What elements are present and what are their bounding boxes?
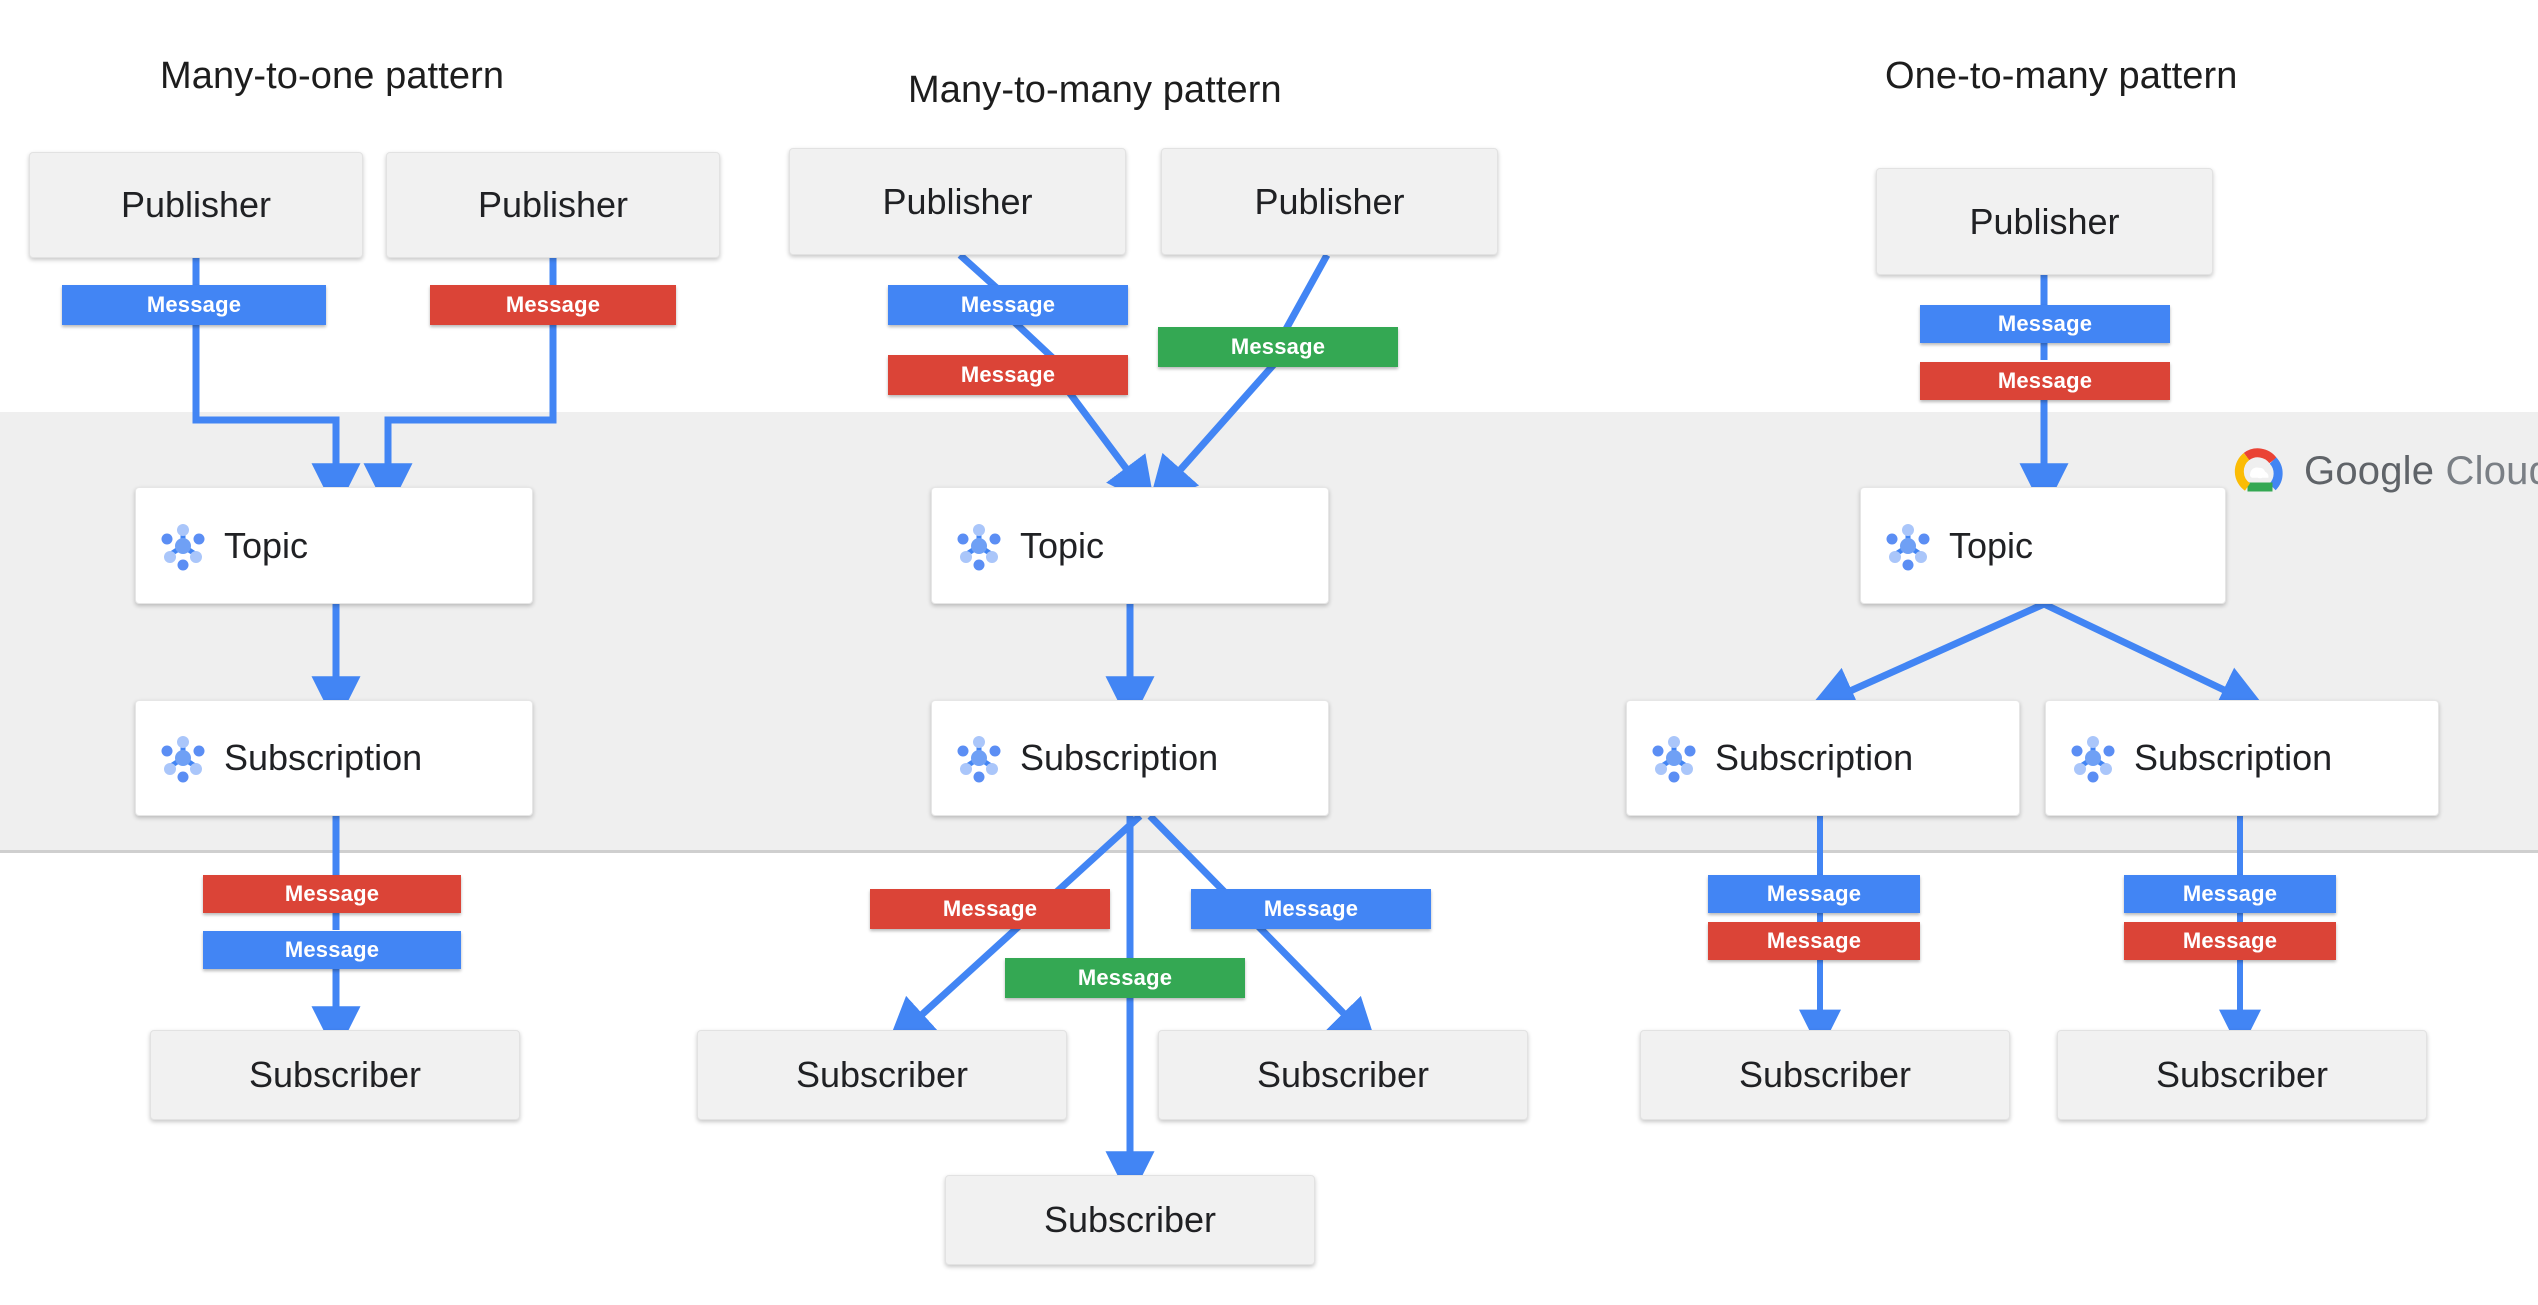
subscription-box[interactable]: Subscription bbox=[135, 700, 533, 816]
subscription-label: Subscription bbox=[1020, 737, 1219, 778]
message-chip: Message bbox=[870, 889, 1110, 929]
subscriber-label: Subscriber bbox=[795, 1054, 969, 1095]
subscriber-label: Subscriber bbox=[1043, 1199, 1217, 1240]
message-label: Message bbox=[284, 881, 380, 906]
publisher-label: Publisher bbox=[1254, 180, 1405, 222]
message-chip: Message bbox=[1005, 958, 1245, 998]
message-chip: Message bbox=[1158, 327, 1398, 367]
message-label: Message bbox=[1766, 928, 1862, 953]
message-chip: Message bbox=[1708, 922, 1920, 960]
message-label: Message bbox=[505, 292, 601, 317]
publisher-box[interactable]: Publisher bbox=[789, 148, 1126, 255]
subscriber-box[interactable]: Subscriber bbox=[945, 1175, 1315, 1265]
message-label: Message bbox=[146, 292, 242, 317]
message-label: Message bbox=[960, 362, 1056, 387]
subscriber-label: Subscriber bbox=[1256, 1054, 1430, 1095]
subscription-label: Subscription bbox=[2134, 737, 2333, 778]
brand-cloud: Cloud bbox=[2445, 448, 2538, 493]
subscriber-box[interactable]: Subscriber bbox=[1640, 1030, 2010, 1120]
message-chip: Message bbox=[1191, 889, 1431, 929]
google-cloud-wordmark: Google Cloud bbox=[2304, 449, 2538, 494]
subscription-box[interactable]: Subscription bbox=[931, 700, 1329, 816]
topic-box[interactable]: Topic bbox=[931, 487, 1329, 604]
topic-label: Topic bbox=[224, 524, 309, 566]
pubsub-node-icon bbox=[156, 731, 210, 785]
message-label: Message bbox=[1263, 896, 1359, 921]
pubsub-node-icon bbox=[156, 519, 210, 573]
pubsub-node-icon bbox=[952, 731, 1006, 785]
publisher-box[interactable]: Publisher bbox=[29, 152, 363, 258]
google-cloud-mark-icon bbox=[2232, 443, 2288, 499]
subscriber-label: Subscriber bbox=[1738, 1054, 1912, 1095]
publisher-label: Publisher bbox=[882, 180, 1033, 222]
message-chip: Message bbox=[1708, 875, 1920, 913]
subscriber-label: Subscriber bbox=[248, 1054, 422, 1095]
message-chip: Message bbox=[1920, 305, 2170, 343]
publisher-box[interactable]: Publisher bbox=[386, 152, 720, 258]
message-label: Message bbox=[1230, 334, 1326, 359]
message-chip: Message bbox=[2124, 875, 2336, 913]
column-title-one-to-many: One-to-many pattern bbox=[1885, 55, 2238, 97]
message-label: Message bbox=[2182, 928, 2278, 953]
message-label: Message bbox=[2182, 881, 2278, 906]
message-label: Message bbox=[284, 937, 380, 962]
column-title-many-to-one: Many-to-one pattern bbox=[160, 55, 505, 97]
pubsub-node-icon bbox=[952, 519, 1006, 573]
message-label: Message bbox=[1997, 311, 2093, 336]
message-label: Message bbox=[960, 292, 1056, 317]
message-chip: Message bbox=[888, 355, 1128, 395]
message-label: Message bbox=[1997, 368, 2093, 393]
subscriber-box[interactable]: Subscriber bbox=[1158, 1030, 1528, 1120]
subscriber-box[interactable]: Subscriber bbox=[2057, 1030, 2427, 1120]
message-chip: Message bbox=[62, 285, 326, 325]
brand-google: Google bbox=[2304, 448, 2435, 493]
message-label: Message bbox=[1077, 965, 1173, 990]
pubsub-node-icon bbox=[1647, 731, 1701, 785]
message-label: Message bbox=[942, 896, 1038, 921]
publisher-label: Publisher bbox=[477, 184, 629, 225]
message-label: Message bbox=[1766, 881, 1862, 906]
publisher-box[interactable]: Publisher bbox=[1876, 168, 2213, 275]
subscriber-label: Subscriber bbox=[2155, 1054, 2329, 1095]
message-chip: Message bbox=[888, 285, 1128, 325]
topic-box[interactable]: Topic bbox=[135, 487, 533, 604]
subscriber-box[interactable]: Subscriber bbox=[697, 1030, 1067, 1120]
message-chip: Message bbox=[2124, 922, 2336, 960]
topic-box[interactable]: Topic bbox=[1860, 487, 2226, 604]
subscription-label: Subscription bbox=[224, 737, 423, 778]
column-title-many-to-many: Many-to-many pattern bbox=[908, 69, 1282, 111]
publisher-box[interactable]: Publisher bbox=[1161, 148, 1498, 255]
pubsub-node-icon bbox=[1881, 519, 1935, 573]
subscriber-box[interactable]: Subscriber bbox=[150, 1030, 520, 1120]
pubsub-node-icon bbox=[2066, 731, 2120, 785]
topic-label: Topic bbox=[1949, 524, 2034, 566]
subscription-box[interactable]: Subscription bbox=[2045, 700, 2439, 816]
subscription-box[interactable]: Subscription bbox=[1626, 700, 2020, 816]
publisher-label: Publisher bbox=[120, 184, 272, 225]
message-chip: Message bbox=[203, 875, 461, 913]
message-chip: Message bbox=[1920, 362, 2170, 400]
subscription-label: Subscription bbox=[1715, 737, 1914, 778]
message-chip: Message bbox=[430, 285, 676, 325]
google-cloud-logo: Google Cloud bbox=[2232, 443, 2538, 499]
publisher-label: Publisher bbox=[1969, 200, 2120, 242]
topic-label: Topic bbox=[1020, 524, 1105, 566]
message-chip: Message bbox=[203, 931, 461, 969]
